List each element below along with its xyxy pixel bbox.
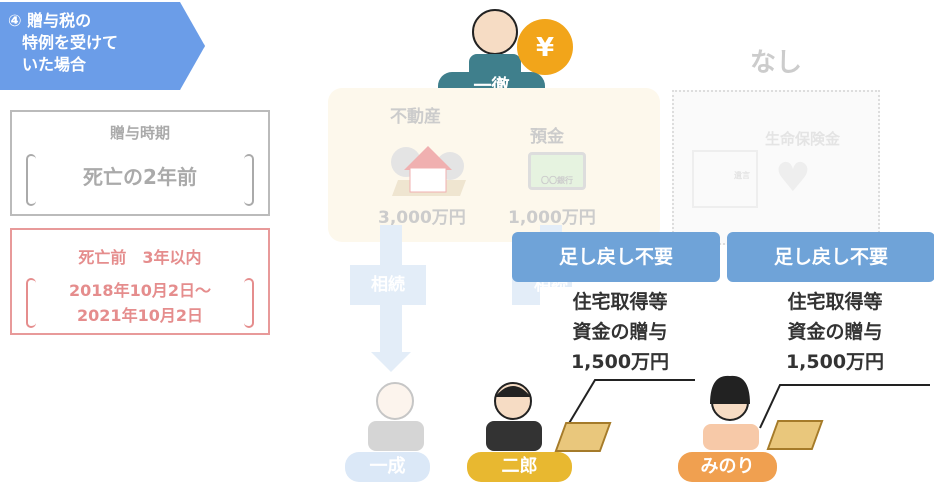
banner-line: いた場合 (22, 55, 87, 74)
lookback-end: 2021年10月2日 (77, 306, 203, 325)
banner-line: ④ 贈与税の (8, 11, 92, 30)
lookback-period-box: 死亡前 3年以内 2018年10月2日〜 2021年10月2日 (10, 228, 270, 335)
will-icon: 遺言 (692, 150, 758, 208)
gift-timing-title: 贈与時期 (109, 124, 170, 142)
real-estate-amount: 3,000万円 (378, 208, 466, 228)
house-icon (391, 146, 466, 196)
deposit-amount: 1,000万円 (508, 208, 596, 228)
no-addback-badge: 足し戻し不要 (512, 232, 720, 282)
none-label: なし (750, 48, 803, 78)
banner-line: 特例を受けて (22, 33, 119, 52)
heir-name: みのり (678, 452, 777, 482)
insurance-label: 生命保険金 (765, 130, 841, 148)
gift-timing-box: 贈与時期 死亡の2年前 (10, 110, 270, 216)
heir-ichinari-illustration (368, 382, 424, 451)
heir-minori-illustration (703, 375, 759, 450)
heir-jiro-illustration (486, 382, 542, 451)
lookback-title: 死亡前 3年以内 (78, 248, 202, 267)
lookback-start: 2018年10月2日〜 (69, 281, 211, 300)
heir-name: 一成 (345, 452, 430, 482)
heart-money-icon: ♥ (775, 155, 811, 201)
inherit-label: 相続 (350, 265, 426, 305)
real-estate-label: 不動産 (390, 107, 441, 127)
no-addback-badge: 足し戻し不要 (727, 232, 934, 282)
bankbook-icon: 〇〇銀行 (528, 152, 586, 190)
heir-name: 二郎 (467, 452, 572, 482)
gift-timing-value: 死亡の2年前 (83, 165, 197, 189)
money-bag-icon (517, 19, 573, 75)
svg-text:¥: ¥ (536, 33, 554, 63)
case-banner: ④ 贈与税の 特例を受けて いた場合 (0, 2, 205, 90)
estate-box (328, 88, 660, 242)
deposit-label: 預金 (530, 127, 564, 147)
